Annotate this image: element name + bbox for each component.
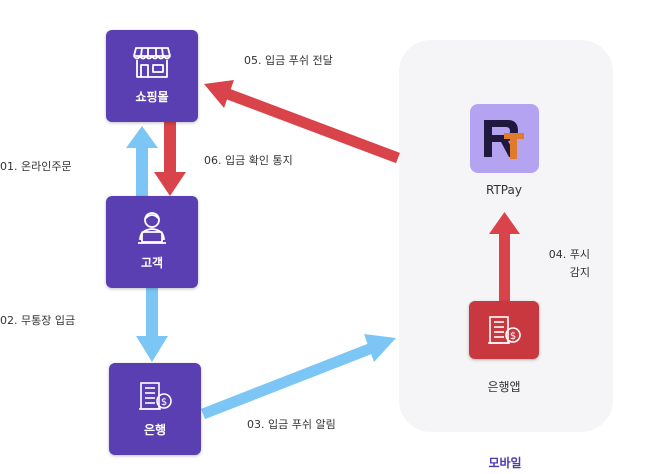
arrow-06-confirm [154, 122, 186, 196]
bank-building-icon: $ [488, 316, 521, 344]
step-01-label: 01. 온라인주문 [0, 160, 72, 173]
rtpay-label: RTPay [486, 183, 522, 197]
step-05-label: 05. 입금 푸쉬 전달 [244, 54, 333, 67]
bank-label: 은행 [143, 423, 167, 437]
shop-node: 쇼핑몰 [106, 30, 198, 122]
mobile-group-label: 모바일 [488, 456, 522, 470]
bank-app-label: 은행앱 [487, 380, 521, 394]
bank-node: $ 은행 [109, 363, 201, 455]
arrow-02-deposit [136, 288, 168, 362]
arrow-03-push-notify [200, 334, 396, 420]
arrow-04-push-detect [489, 212, 520, 302]
step-02-label: 02. 무통장 입금 [0, 314, 76, 327]
customer-node: 고객 [106, 196, 198, 288]
storefront-icon [133, 47, 171, 78]
bank-building-icon: $ [139, 382, 172, 410]
step-06-label: 06. 입금 확인 통지 [204, 154, 293, 167]
svg-text:$: $ [161, 397, 167, 408]
shop-label: 쇼핑몰 [135, 90, 169, 104]
svg-text:$: $ [510, 331, 516, 342]
step-04-line2: 감지 [569, 266, 590, 279]
step-04-line1: 04. 푸시 [548, 248, 590, 261]
user-laptop-icon [138, 212, 166, 244]
step-04-label: 04. 푸시 감지 [522, 246, 590, 282]
customer-label: 고객 [140, 256, 164, 270]
bank-app-node: $ [469, 301, 539, 359]
arrow-05-push-forward [204, 80, 400, 164]
rtpay-logo-icon [470, 104, 539, 173]
step-03-label: 03. 입금 푸쉬 알림 [247, 418, 336, 431]
arrow-01-order [126, 126, 158, 198]
